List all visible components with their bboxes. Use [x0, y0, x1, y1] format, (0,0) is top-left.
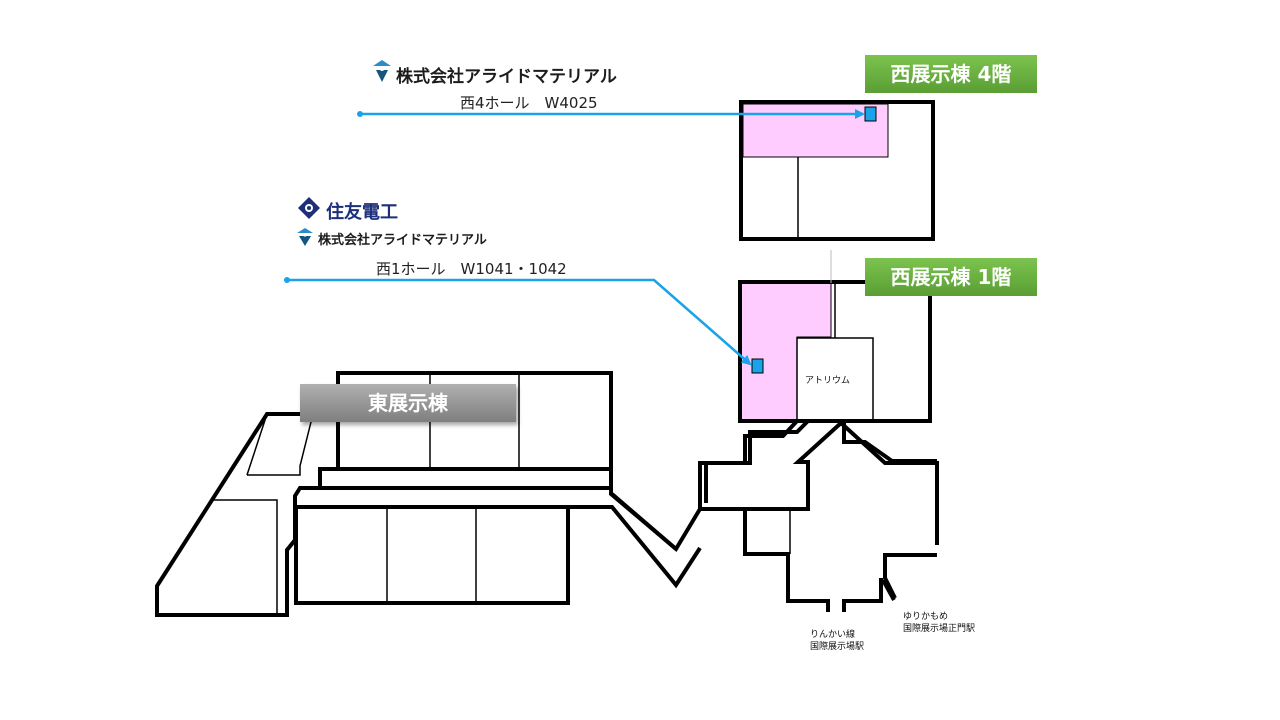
sumitomo-logo-icon — [298, 197, 320, 219]
w1-hall-label: 西1ホール W1041・1042 — [376, 260, 567, 278]
west-4f-floor-plan — [739, 100, 935, 241]
booth-arrows — [284, 109, 865, 366]
w4-building-outline — [739, 100, 935, 241]
allied-material-logo-text-small: 株式会社アライドマテリアル — [318, 233, 487, 248]
yurikamome-label: ゆりかもめ — [903, 612, 949, 622]
west-1f-floor-plan — [738, 250, 932, 423]
west-4f-badge: 西展示棟 4階 — [865, 55, 1037, 93]
w4-hall-label: 西4ホール W4025 — [460, 94, 598, 112]
allied-material-logo-icon — [373, 60, 391, 82]
central-concourse — [610, 419, 939, 612]
rinkai-line-label: りんかい線 — [810, 630, 856, 640]
sumitomo-logo-text: 住友電工 — [326, 202, 398, 223]
w4-booth-marker[interactable] — [864, 106, 877, 122]
atrium-outline — [796, 337, 874, 421]
east-hall-floor-plan — [155, 371, 702, 617]
allied-material-logo-4f: 株式会社アライドマテリアル — [396, 62, 617, 87]
w1-highlight-area — [740, 282, 832, 421]
w1-arrow — [287, 278, 752, 366]
allied-material-logo-icon-small — [297, 228, 313, 246]
east-hall-badge: 東展示棟 — [300, 384, 516, 422]
w1-booth-marker[interactable] — [751, 358, 764, 374]
sumitomo-logo: 住友電工 — [326, 198, 398, 224]
allied-material-logo-1f: 株式会社アライドマテリアル — [318, 229, 487, 248]
w1-building-outline — [738, 280, 932, 423]
west-1f-badge: 西展示棟 1階 — [865, 258, 1037, 296]
yurikamome-station-label: 国際展示場正門駅 — [903, 624, 976, 634]
rinkai-station-label: 国際展示場駅 — [810, 642, 865, 652]
allied-material-logo-text: 株式会社アライドマテリアル — [396, 67, 617, 87]
atrium-label: アトリウム — [805, 376, 851, 386]
